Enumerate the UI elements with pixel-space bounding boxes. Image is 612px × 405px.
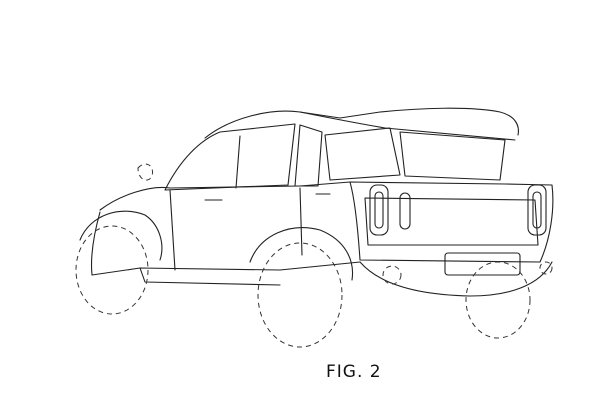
figure-label: FIG. 2 bbox=[326, 362, 382, 382]
